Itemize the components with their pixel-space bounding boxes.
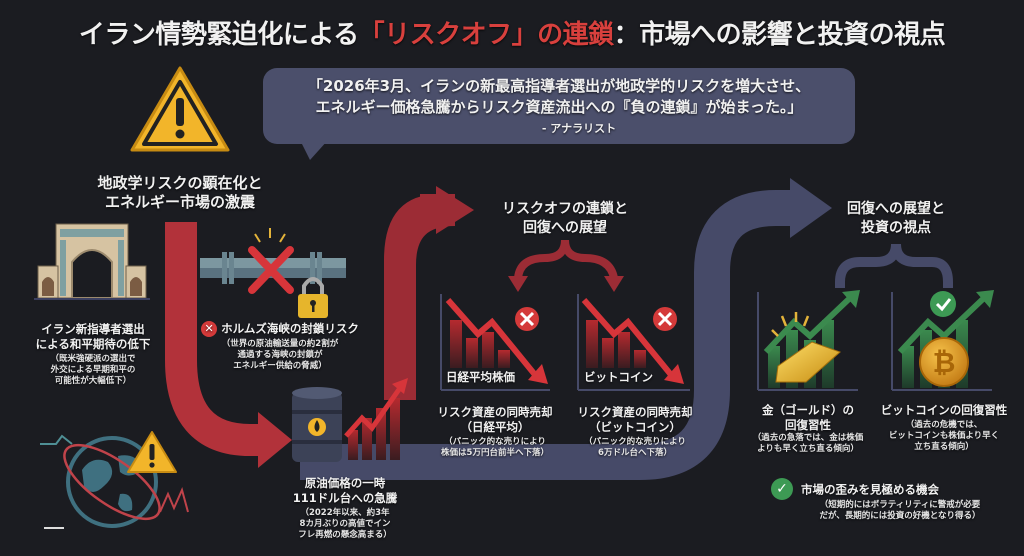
gold-note-line1: （過去の急落では、金は株価: [752, 433, 864, 443]
section1-heading-line2: エネルギー市場の激震: [104, 193, 255, 211]
bitcoin-sell-card: リスク資産の同時売却 （ビットコイン） （パニック的な売りにより 6万ドル台へ下…: [560, 405, 710, 459]
quote-bubble: [263, 68, 855, 144]
bitcoin-sell-title-line1: リスク資産の同時売却: [577, 405, 693, 419]
opportunity-heading: ✓ 市場の歪みを見極める機会: [771, 478, 939, 500]
bitcoin-falling-chart-icon: [577, 294, 690, 391]
section3-heading-line2: 投資の視点: [861, 220, 931, 236]
leader-note-line2: 外交による早期和平の: [50, 365, 136, 375]
nikkei-note-line2: 株価は5万円台前半へ下落）: [441, 448, 549, 458]
check-circle-icon: ✓: [771, 478, 793, 500]
bitcoin-recovery-title: ビットコインの回復習性: [880, 403, 1008, 417]
bitcoin-chart-label: ビットコイン: [584, 370, 653, 384]
oil-note-line2: 8カ月ぶりの高値でイン: [299, 519, 391, 529]
oil-note-line3: フレ再燃の懸念高まる）: [298, 530, 392, 540]
blue-split-bracket: [835, 243, 953, 288]
gold-note-line2: よりも早く立ち直る傾向）: [757, 444, 859, 454]
close-x-icon: ✕: [201, 321, 218, 337]
nikkei-falling-chart-icon: [440, 294, 550, 391]
blocked-pipeline-icon: [200, 228, 346, 318]
bitcoin-sell-note-line2: 6万ドル台へ下落）: [598, 448, 672, 458]
quote-line-2: エネルギー価格急騰からリスク資産流出への『負の連鎖』が始まった。」: [315, 98, 803, 116]
page-title: イラン情勢緊迫化による「リスクオフ」の連鎖：市場への影響と投資の視点: [0, 14, 1024, 51]
warning-triangle-icon: [130, 66, 230, 152]
hormuz-note-line2: 通過する海峡の封鎖が: [237, 350, 323, 360]
nikkei-card: リスク資産の同時売却 （日経平均） （パニック的な売りにより 株価は5万円台前半…: [420, 405, 570, 459]
nikkei-title-line1: リスク資産の同時売却: [437, 405, 553, 419]
oil-title-line2: 111ドル台への急騰: [292, 491, 398, 505]
leader-title-line2: による和平期待の低下: [35, 337, 151, 351]
gold-recovery-card: 金（ゴールド）の 回復習性 （過去の急落では、金は株価 よりも早く立ち直る傾向）: [740, 403, 876, 455]
hormuz-title-text: ホルムズ海峡の封鎖リスク: [221, 321, 359, 336]
hormuz-note-line1: （世界の原油輸送量の約2割が: [221, 339, 339, 349]
leader-title-line1: イラン新指導者選出: [41, 322, 145, 336]
hormuz-note-line3: エネルギー供給の脅威）: [233, 361, 327, 371]
red-split-bracket: [508, 239, 624, 292]
oil-card: 原油価格の一時 111ドル台への急騰 （2022年以来、約3年 8カ月ぶりの高値…: [270, 476, 420, 541]
red-flow-arrow-down: [165, 222, 292, 468]
bitcoin-recovery-note-line2: ビットコインも株価より早く: [888, 431, 1000, 441]
globe-warning-icon: [40, 431, 189, 529]
title-accent: 「リスクオフ」の連鎖: [358, 20, 615, 50]
title-prefix: イラン情勢緊迫化による: [78, 20, 359, 50]
opportunity-title: 市場の歪みを見極める機会: [801, 482, 939, 497]
nikkei-note-line1: （パニック的な売りにより: [444, 437, 546, 447]
opportunity-note-line2: だが、長期的には投資の好機となり得る）: [819, 511, 981, 521]
leader-note-line3: 可能性が大幅低下）: [54, 376, 132, 386]
svg-text:₿: ₿: [933, 346, 956, 379]
leader-card: イラン新指導者選出 による和平期待の低下 （既米強硬派の選出で 外交による早期和…: [8, 322, 178, 387]
section1-heading-line1: 地政学リスクの顕在化と: [97, 174, 263, 192]
section3-heading-line1: 回復への展望と: [847, 201, 945, 217]
section1-heading: 地政学リスクの顕在化と エネルギー市場の激震: [60, 174, 300, 212]
bitcoin-recovery-note-line1: （過去の危機では、: [905, 420, 983, 430]
title-suffix: ：市場への影響と投資の視点: [613, 20, 946, 50]
quote-source: - アナラリスト: [541, 122, 617, 135]
hormuz-title: ✕ホルムズ海峡の封鎖リスク: [180, 321, 380, 337]
rising-price-chart-icon: [342, 378, 410, 463]
bitcoin-sell-title-line2: （ビットコイン）: [589, 420, 681, 434]
mosque-gate-icon: [34, 223, 150, 300]
quote-line-1: 「2026年3月、イランの新最高指導者選出が地政学的リスクを増大させ、: [307, 77, 811, 95]
opportunity-note: （短期的にはボラティリティに警戒が必要 だが、長期的には投資の好機となり得る）: [800, 500, 1000, 522]
gold-title-line2: 回復習性: [785, 418, 831, 432]
bitcoin-recovery-note-line3: 立ち直る傾向）: [914, 442, 974, 452]
gold-rising-chart-icon: [757, 290, 860, 391]
red-flow-arrow-up: [384, 186, 474, 400]
oil-note-line1: （2022年以来、約3年: [300, 508, 390, 518]
nikkei-chart-label: 日経平均株価: [446, 370, 515, 384]
section3-heading: 回復への展望と 投資の視点: [796, 200, 996, 238]
gold-title-line1: 金（ゴールド）の: [762, 403, 854, 417]
oil-barrel-icon: [292, 387, 342, 462]
analyst-quote: 「2026年3月、イランの新最高指導者選出が地政学的リスクを増大させ、 エネルギ…: [263, 76, 855, 118]
quote-bubble-tail: [300, 140, 328, 160]
leader-note-line1: （既米強硬派の選出で: [50, 354, 136, 364]
opportunity-note-line1: （短期的にはボラティリティに警戒が必要: [819, 500, 981, 510]
section2-heading-line2: 回復への展望: [523, 220, 607, 236]
section2-heading-line1: リスクオフの連鎖と: [502, 201, 628, 217]
bitcoin-sell-note-line1: （パニック的な売りにより: [584, 437, 686, 447]
bitcoin-recovery-card: ビットコインの回復習性 （過去の危機では、 ビットコインも株価より早く 立ち直る…: [874, 403, 1014, 453]
bitcoin-rising-chart-icon: ₿: [891, 290, 994, 391]
hormuz-card: ✕ホルムズ海峡の封鎖リスク （世界の原油輸送量の約2割が 通過する海峡の封鎖が …: [180, 321, 380, 372]
nikkei-title-line2: （日経平均）: [460, 420, 530, 434]
blue-flow-arrow: [300, 178, 832, 480]
section2-heading: リスクオフの連鎖と 回復への展望: [465, 200, 665, 238]
oil-title-line1: 原油価格の一時: [304, 476, 386, 490]
